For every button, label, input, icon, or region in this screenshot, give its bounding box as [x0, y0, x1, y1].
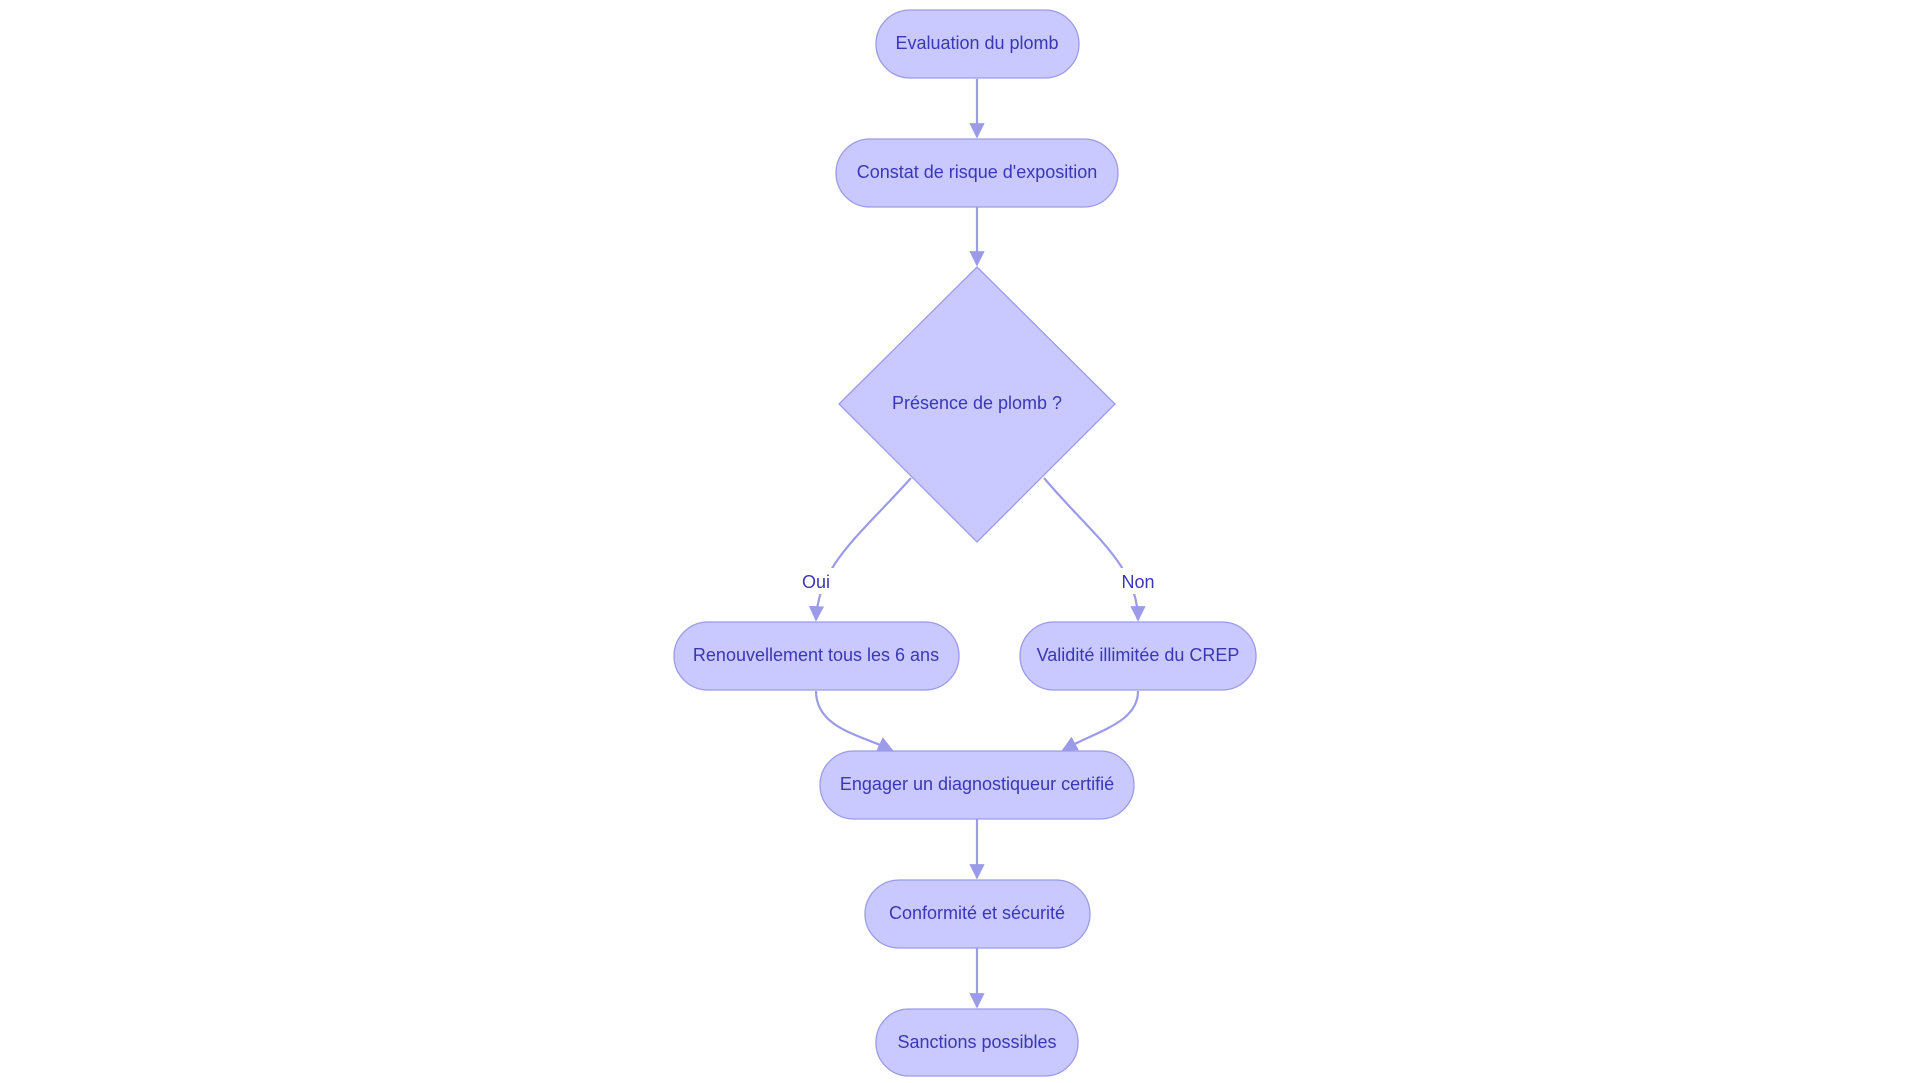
edge-validite-to-engager [1061, 690, 1140, 751]
edge-label-oui-text: Oui [802, 572, 830, 592]
node-engager: Engager un diagnostiqueur certifié [819, 750, 1135, 820]
node-renouvellement-label: Renouvellement tous les 6 ans [693, 645, 939, 665]
node-engager-label: Engager un diagnostiqueur certifié [840, 774, 1114, 794]
node-sanctions: Sanctions possibles [875, 1008, 1079, 1077]
node-evaluation: Evaluation du plomb [875, 9, 1080, 79]
node-validite: Validité illimitée du CREP [1019, 621, 1257, 691]
node-presence-decision: Présence de plomb ? [838, 266, 1116, 543]
node-constat-label: Constat de risque d'exposition [857, 162, 1098, 182]
node-renouvellement: Renouvellement tous les 6 ans [673, 621, 960, 691]
node-sanctions-label: Sanctions possibles [897, 1032, 1056, 1052]
node-conformite: Conformité et sécurité [864, 879, 1091, 949]
node-constat: Constat de risque d'exposition [835, 138, 1119, 208]
node-conformite-label: Conformité et sécurité [889, 903, 1065, 923]
edge-label-oui: Oui [798, 568, 834, 594]
edge-presence-to-validite [1043, 477, 1146, 622]
edge-renouvellement-to-engager [814, 690, 894, 752]
edge-label-non: Non [1118, 568, 1158, 594]
edge-label-non-text: Non [1121, 572, 1154, 592]
node-presence-label: Présence de plomb ? [892, 393, 1062, 413]
node-evaluation-label: Evaluation du plomb [895, 33, 1058, 53]
edge-presence-to-renouvellement [808, 477, 912, 622]
node-validite-label: Validité illimitée du CREP [1037, 645, 1240, 665]
